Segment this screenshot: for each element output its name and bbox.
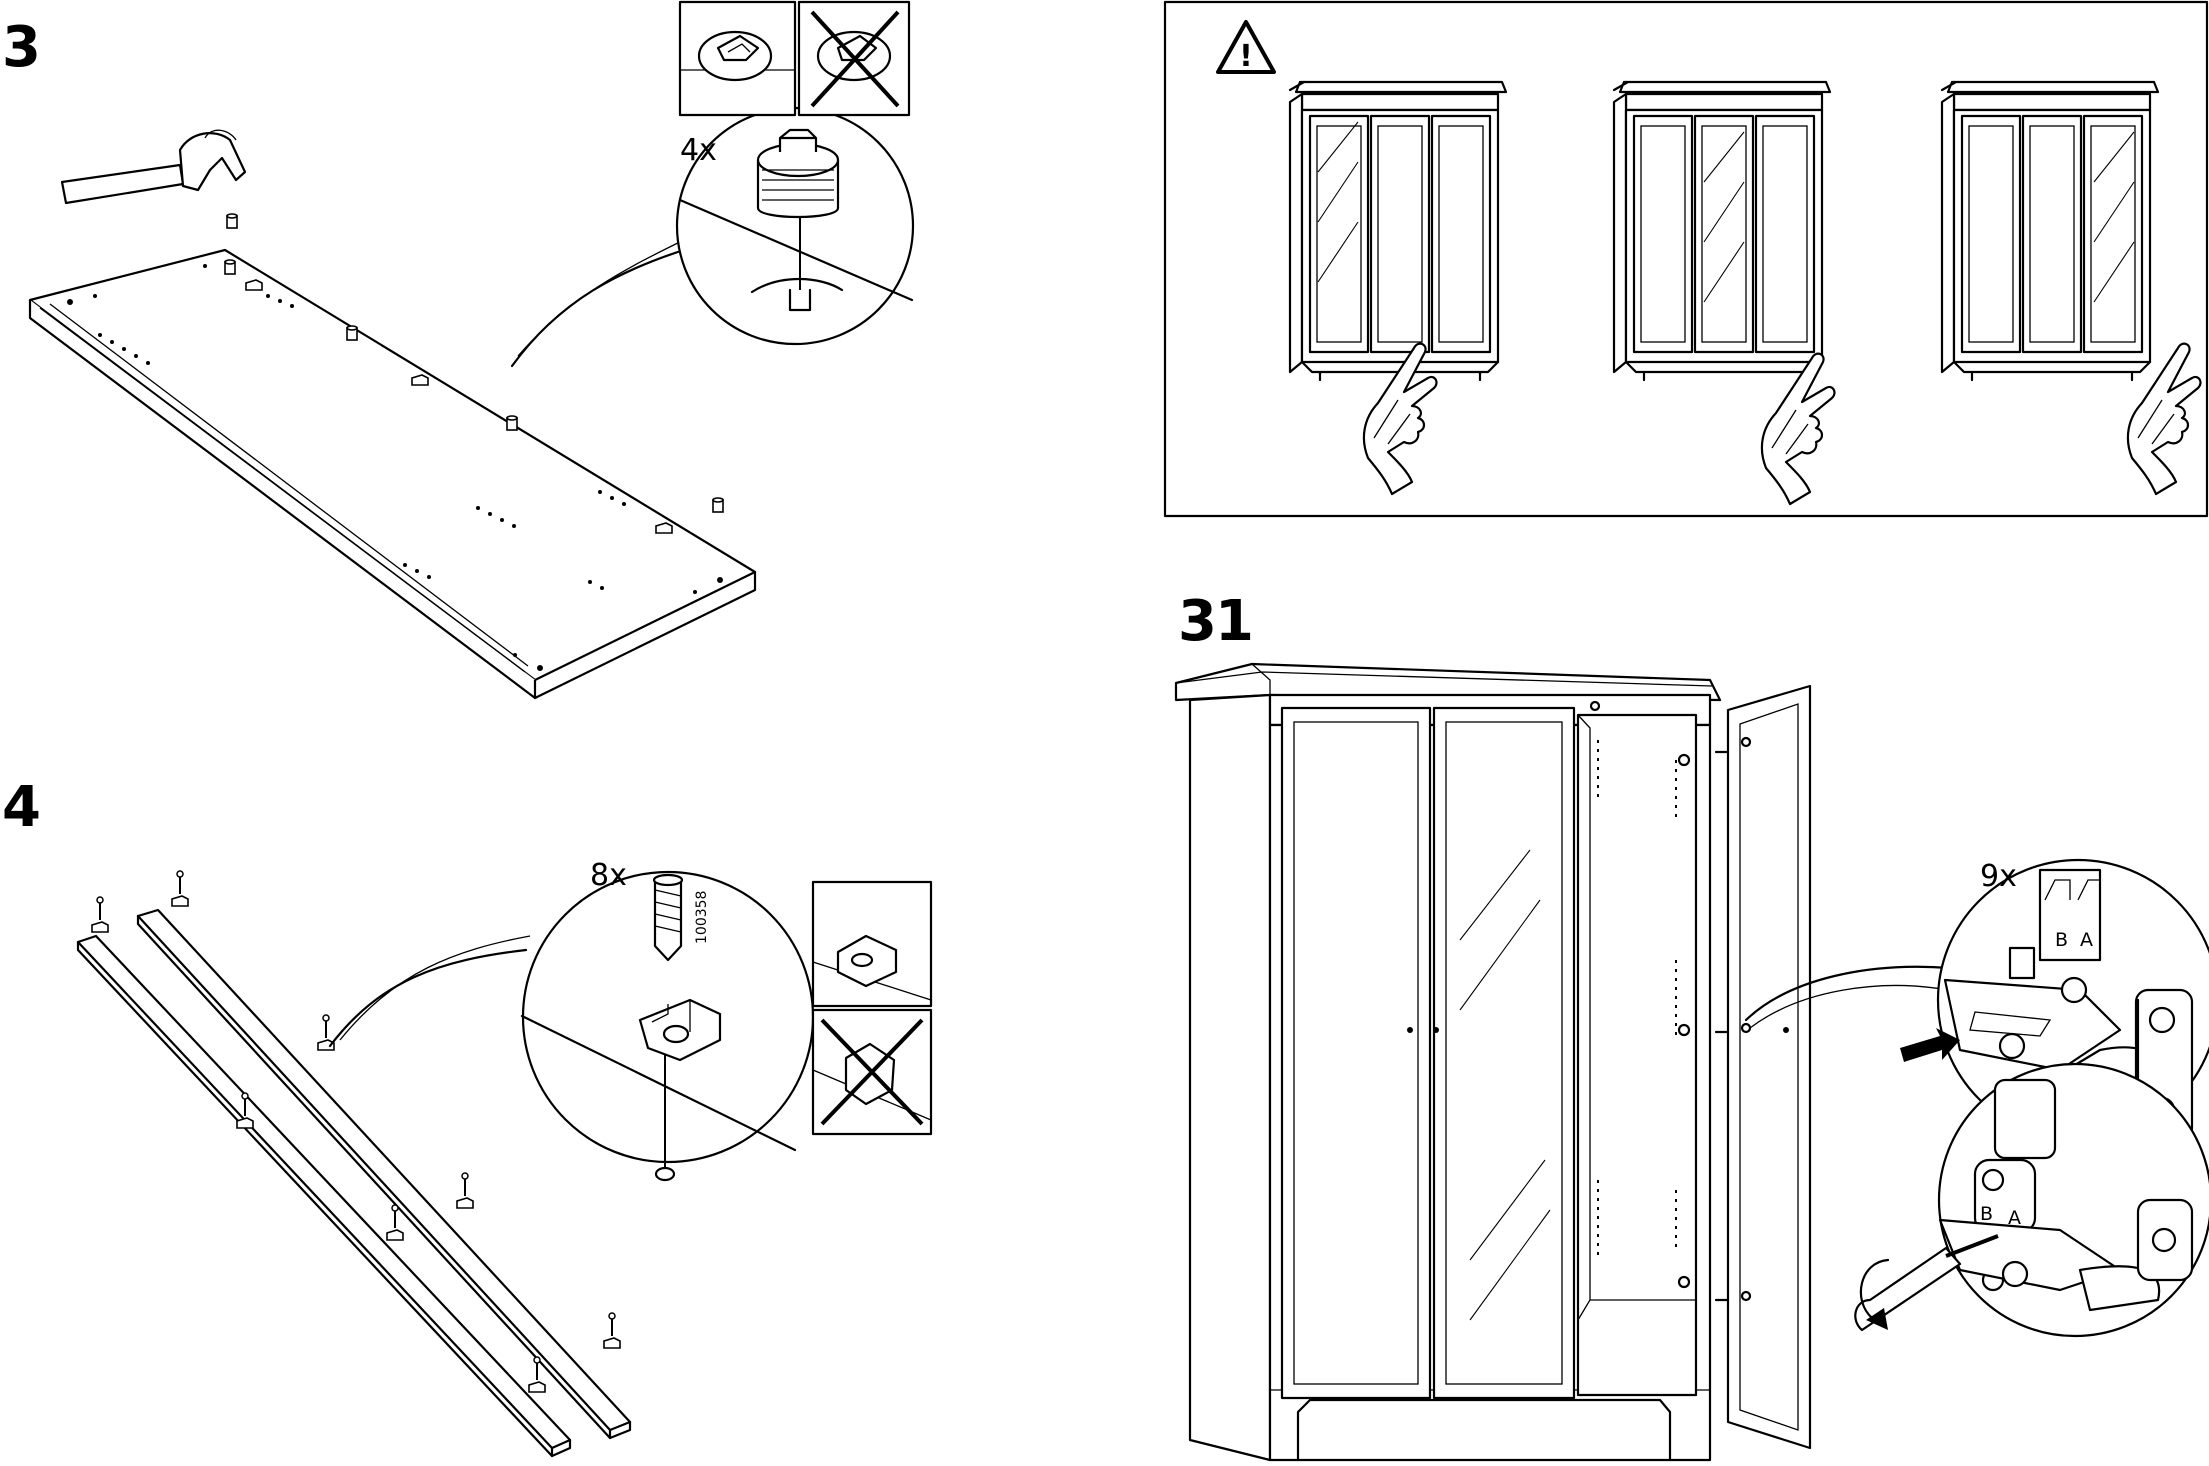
- wardrobe-open-interior: [1576, 713, 1698, 1397]
- correct-orientation-box: [811, 880, 933, 1008]
- quantity-label: 9x: [1980, 859, 2017, 894]
- svg-text:A: A: [2008, 1207, 2021, 1229]
- incorrect-orientation-box: [811, 1008, 933, 1136]
- rail-left: [76, 934, 572, 1458]
- hole-row: [98, 294, 626, 590]
- door-knob: [1433, 1027, 1439, 1033]
- fitting-clip: [655, 522, 673, 534]
- cam-insert: [756, 128, 840, 219]
- detail-circle-cam: 4x: [510, 106, 915, 368]
- detail-circle-fitting: 8x 100358: [328, 858, 815, 1182]
- dowel: [346, 325, 358, 341]
- wardrobe-mirror-right: [1940, 80, 2160, 382]
- door-left: [1280, 706, 1432, 1400]
- cam-fitting: [638, 998, 722, 1062]
- wardrobe-main: [1174, 662, 1812, 1462]
- door-right-open: [1714, 684, 1812, 1450]
- svg-text:!: !: [1239, 39, 1253, 74]
- step-4-section: 4: [2, 775, 933, 1458]
- svg-text:A: A: [2080, 929, 2093, 951]
- rail-right: [136, 908, 632, 1440]
- door-center-mirror: [1432, 706, 1576, 1400]
- door-knob: [1407, 1027, 1413, 1033]
- hinge-detail-lower: B A: [1854, 1062, 2209, 1338]
- dowel: [226, 213, 238, 229]
- correct-orientation-box: [678, 0, 797, 117]
- hammer-icon: [60, 129, 247, 205]
- wardrobe-mirror-center: [1612, 80, 1832, 382]
- step-4-number: 4: [2, 775, 39, 840]
- cross-out-icon: [810, 10, 900, 108]
- rotate-arrow-icon: [1859, 1258, 1890, 1330]
- warning-panel: !: [1163, 0, 2209, 518]
- quantity-label: 4x: [680, 133, 717, 168]
- svg-text:B: B: [2055, 929, 2068, 951]
- warning-triangle-icon: !: [1216, 20, 1276, 74]
- arrow-right-icon: [1900, 1028, 1960, 1062]
- panel-board: [28, 213, 757, 700]
- screwdriver-icon: [1854, 1234, 1999, 1332]
- fitting-clip: [245, 279, 263, 291]
- cross-out-icon: [820, 1018, 924, 1126]
- dowel: [224, 259, 236, 275]
- part-number: 100358: [694, 891, 710, 944]
- screw-icon: [652, 873, 684, 962]
- door-knob: [1783, 1027, 1789, 1033]
- dowel: [712, 497, 724, 513]
- dowel: [506, 415, 518, 431]
- step-3-number: 3: [2, 15, 39, 80]
- quantity-label: 8x: [590, 858, 627, 893]
- step-3-section: 3: [2, 0, 915, 700]
- step-31-number: 31: [1178, 589, 1252, 654]
- wardrobe-mirror-left: [1288, 80, 1508, 382]
- step-31-section: 31: [1174, 589, 2209, 1462]
- fitting-clip: [411, 374, 429, 386]
- incorrect-orientation-box: [797, 0, 911, 117]
- svg-text:B: B: [1980, 1203, 1993, 1225]
